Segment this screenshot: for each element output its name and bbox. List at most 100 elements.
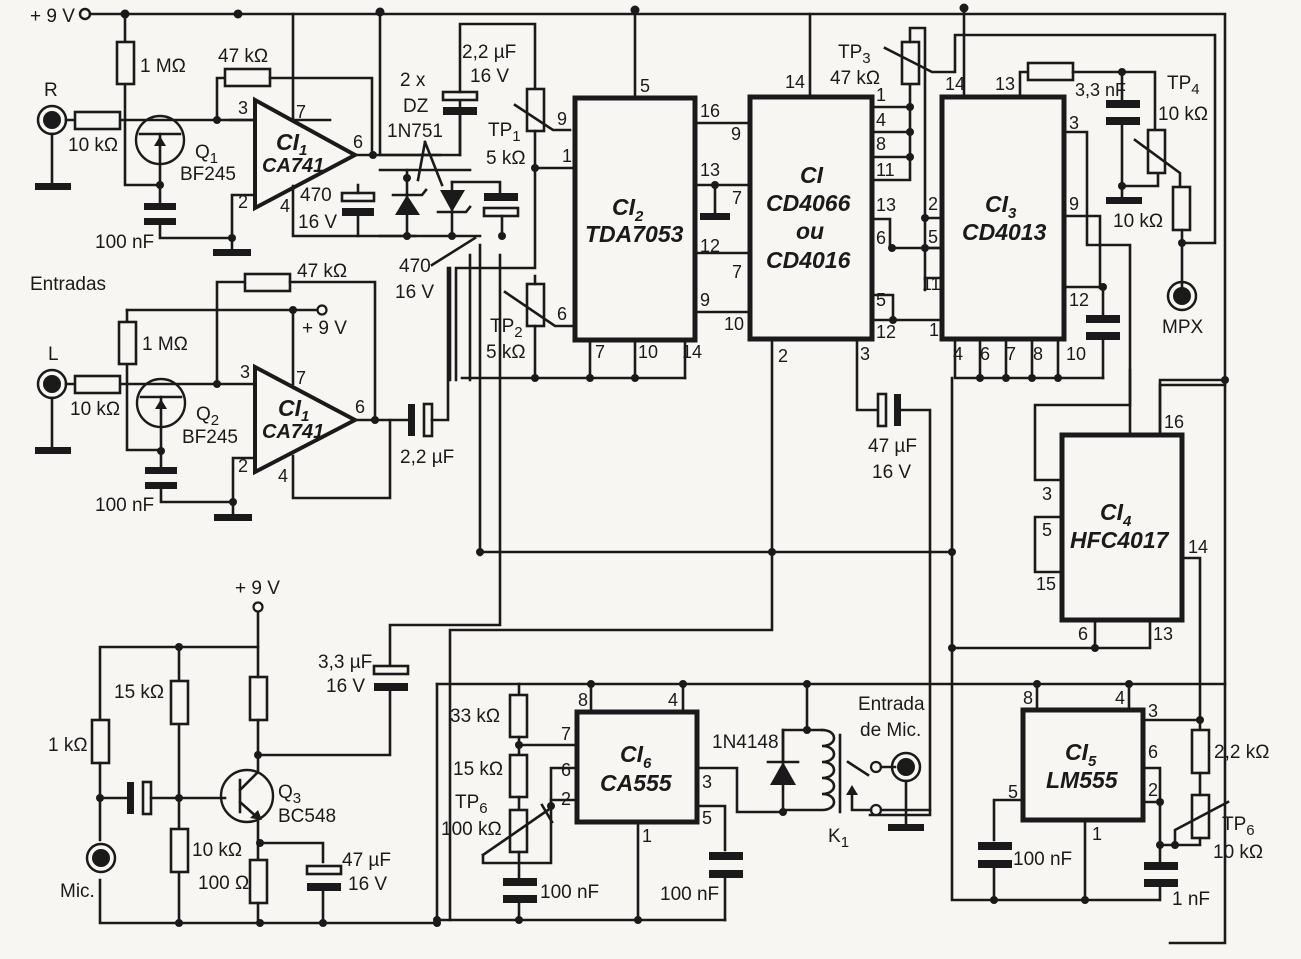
svg-text:8: 8 <box>1023 688 1033 708</box>
svg-text:7: 7 <box>296 368 306 388</box>
svg-text:Mic.: Mic. <box>60 881 95 902</box>
svg-text:16 V: 16 V <box>395 282 434 303</box>
opamp-ci1-top: 3 7 6 2 4 CI1 CA741 <box>213 12 442 256</box>
svg-text:10 kΩ: 10 kΩ <box>1158 104 1208 125</box>
svg-text:11: 11 <box>922 274 941 294</box>
svg-text:CD4013: CD4013 <box>962 219 1047 245</box>
svg-text:CI5: CI5 <box>1065 739 1097 770</box>
svg-text:8: 8 <box>876 134 886 154</box>
svg-text:5 kΩ: 5 kΩ <box>486 342 526 363</box>
svg-text:100 kΩ: 100 kΩ <box>441 819 502 840</box>
svg-text:14: 14 <box>945 74 965 94</box>
svg-text:47 kΩ: 47 kΩ <box>218 46 268 67</box>
svg-text:TP6: TP6 <box>455 792 488 817</box>
svg-text:7: 7 <box>595 342 605 362</box>
svg-text:2: 2 <box>1148 780 1158 800</box>
svg-text:TP2: TP2 <box>490 316 523 341</box>
svg-text:1: 1 <box>642 826 652 846</box>
svg-text:6: 6 <box>355 397 365 417</box>
svg-text:2: 2 <box>238 456 248 476</box>
svg-text:4: 4 <box>280 196 290 216</box>
inputs-label: Entradas <box>30 274 106 295</box>
resistor-100 <box>248 858 269 905</box>
svg-text:6: 6 <box>980 344 990 364</box>
svg-text:BF245: BF245 <box>182 427 238 448</box>
svg-text:33 kΩ: 33 kΩ <box>450 706 500 727</box>
svg-text:TP4: TP4 <box>1167 73 1200 98</box>
resistor-collector <box>248 675 269 722</box>
svg-text:6: 6 <box>557 304 567 324</box>
svg-text:4: 4 <box>953 344 963 364</box>
svg-text:7: 7 <box>732 262 742 282</box>
svg-text:100 Ω: 100 Ω <box>198 873 249 894</box>
svg-text:+ 9 V: + 9 V <box>235 578 280 599</box>
svg-text:Q1: Q1 <box>195 142 218 167</box>
svg-text:470: 470 <box>399 256 431 277</box>
svg-text:13: 13 <box>995 74 1015 94</box>
svg-text:3: 3 <box>860 344 870 364</box>
ic-ci2-tda7053: 5 9 1 6 16 13 12 9 9 7 7 10 7 10 14 CI2 … <box>557 8 750 380</box>
svg-text:11: 11 <box>876 160 895 180</box>
svg-text:Entrada: Entrada <box>858 694 925 715</box>
svg-text:2: 2 <box>561 789 571 809</box>
svg-text:12: 12 <box>1069 290 1089 310</box>
svg-text:10: 10 <box>724 314 744 334</box>
svg-text:16 V: 16 V <box>298 212 337 233</box>
svg-text:3,3 nF: 3,3 nF <box>1075 80 1126 100</box>
diode-1n4148-icon <box>770 762 796 785</box>
svg-text:2,2 µF: 2,2 µF <box>462 42 516 63</box>
svg-text:100 nF: 100 nF <box>95 495 154 516</box>
svg-text:10 kΩ: 10 kΩ <box>1213 842 1263 863</box>
svg-text:8: 8 <box>1033 344 1043 364</box>
ic-ci-cd4066: 14 1 4 8 11 13 6 5 12 2 3 CI CD4066 ou C… <box>448 12 942 922</box>
svg-text:CA741: CA741 <box>262 155 324 177</box>
svg-text:1: 1 <box>1092 824 1102 844</box>
svg-text:16: 16 <box>700 101 720 121</box>
svg-text:BC548: BC548 <box>278 806 336 827</box>
svg-text:100 nF: 100 nF <box>1013 849 1072 870</box>
svg-text:100 nF: 100 nF <box>95 232 154 253</box>
svg-text:1N4148: 1N4148 <box>712 732 779 753</box>
svg-text:13: 13 <box>876 195 896 215</box>
svg-text:4: 4 <box>876 110 886 130</box>
svg-text:TP3: TP3 <box>838 42 871 67</box>
svg-text:3: 3 <box>240 362 250 382</box>
svg-text:6: 6 <box>876 228 886 248</box>
svg-text:1 MΩ: 1 MΩ <box>140 56 186 77</box>
trimmer-tp2[interactable] <box>525 282 546 328</box>
svg-text:CI4: CI4 <box>1100 499 1132 530</box>
svg-text:12: 12 <box>876 322 896 342</box>
svg-text:15 kΩ: 15 kΩ <box>453 759 503 780</box>
svg-text:7: 7 <box>561 724 571 744</box>
trimmer-tp1[interactable] <box>525 87 546 133</box>
resistor-1m-l <box>117 320 138 366</box>
tp2-network: TP2 5 kΩ <box>448 243 687 557</box>
tp3-network: TP3 47 kΩ <box>830 26 1217 292</box>
ground-icon <box>35 183 71 190</box>
svg-text:CI1: CI1 <box>276 129 307 159</box>
svg-text:14: 14 <box>1188 537 1208 557</box>
resistor-47k-r <box>223 67 272 88</box>
svg-text:47 kΩ: 47 kΩ <box>297 261 347 282</box>
jack-mpx-icon[interactable] <box>1166 280 1198 312</box>
svg-text:470: 470 <box>300 185 332 206</box>
svg-text:16 V: 16 V <box>348 874 387 895</box>
svg-text:13: 13 <box>1153 624 1173 644</box>
trimmer-tp4[interactable] <box>1146 128 1167 175</box>
opamp-ci1-bottom: 2,2 µF 3 7 6 2 4 CI1 CA741 <box>214 266 454 521</box>
supply-label: + 9 V <box>30 6 75 27</box>
svg-text:9: 9 <box>557 109 567 129</box>
svg-text:CI: CI <box>800 162 824 188</box>
resistor-10k-mpx <box>1171 185 1192 232</box>
svg-text:10 kΩ: 10 kΩ <box>68 135 118 156</box>
svg-text:14: 14 <box>785 72 805 92</box>
svg-text:Q2: Q2 <box>196 404 219 429</box>
svg-text:LM555: LM555 <box>1046 767 1119 793</box>
jack-mic-icon[interactable] <box>85 842 117 874</box>
relay-coil-icon <box>781 728 836 812</box>
svg-text:1N751: 1N751 <box>387 121 443 142</box>
svg-text:14: 14 <box>682 342 702 362</box>
svg-text:1 MΩ: 1 MΩ <box>142 334 188 355</box>
svg-text:5: 5 <box>1008 782 1018 802</box>
svg-text:47 µF: 47 µF <box>868 436 917 457</box>
